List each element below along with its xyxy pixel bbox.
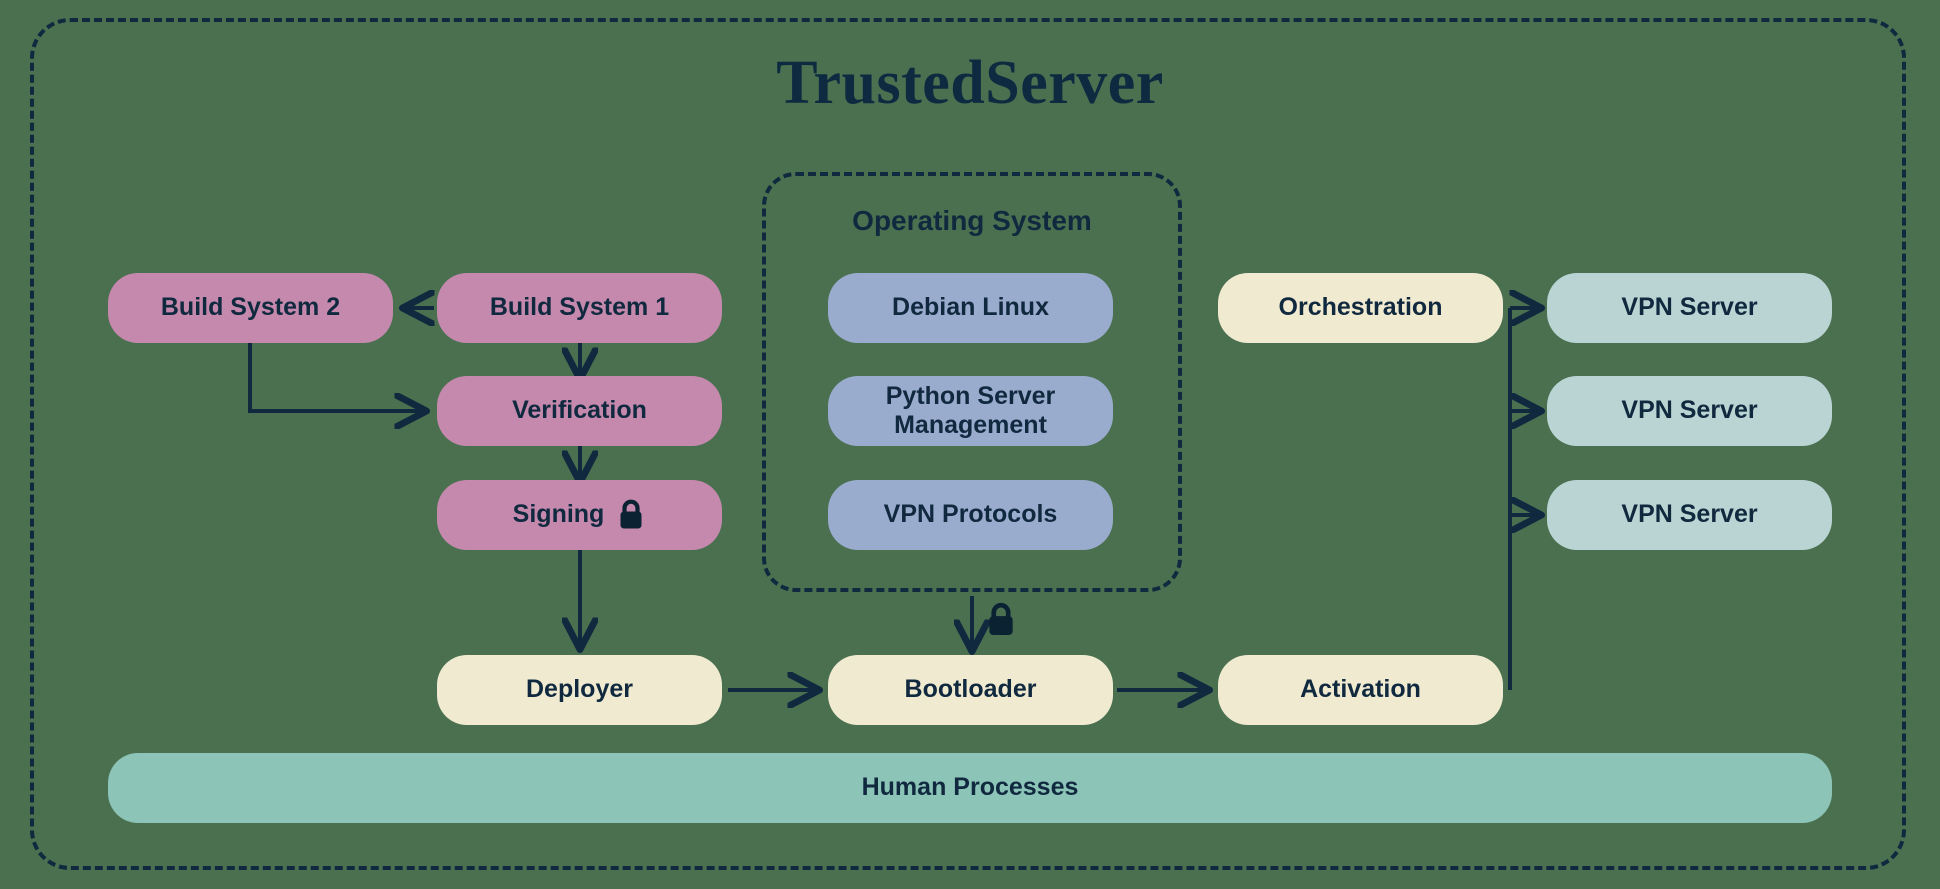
node-activation[interactable]: Activation [1218,655,1503,725]
node-label: Build System 2 [160,293,341,322]
operating-system-group-label: Operating System [852,205,1092,236]
node-vpn-protocols[interactable]: VPN Protocols [828,480,1113,550]
node-label: VPN Server [1621,500,1758,529]
node-label: VPN Server [1621,293,1758,322]
node-label: Activation [1300,675,1421,704]
trust-boundary [30,18,1906,870]
node-label: Debian Linux [892,293,1049,322]
lock-icon [989,602,1013,635]
node-deployer[interactable]: Deployer [437,655,722,725]
node-label: Human Processes [861,773,1079,802]
node-verification[interactable]: Verification [437,376,722,446]
node-label: Python Server Management [885,381,1056,440]
node-label: Verification [512,396,647,425]
lock-icon [620,499,642,529]
page-title: TrustedServer [776,49,1164,117]
node-label: Deployer [526,675,633,704]
node-build-system-2[interactable]: Build System 2 [108,273,393,343]
node-label: Orchestration [1278,293,1443,322]
node-orchestration[interactable]: Orchestration [1218,273,1503,343]
node-label: Build System 1 [489,293,670,322]
node-label: Signing [512,500,605,529]
node-build-system-1[interactable]: Build System 1 [437,273,722,343]
operating-system-group [762,172,1182,592]
node-vpn-server-1[interactable]: VPN Server [1547,273,1832,343]
node-label: Bootloader [904,675,1037,704]
node-label: VPN Protocols [883,500,1058,529]
node-debian-linux[interactable]: Debian Linux [828,273,1113,343]
node-human-processes[interactable]: Human Processes [108,753,1832,823]
node-vpn-server-2[interactable]: VPN Server [1547,376,1832,446]
node-bootloader[interactable]: Bootloader [828,655,1113,725]
node-vpn-server-3[interactable]: VPN Server [1547,480,1832,550]
node-signing[interactable]: Signing [437,480,722,550]
node-python-server-management[interactable]: Python Server Management [828,376,1113,446]
node-label: VPN Server [1621,396,1758,425]
